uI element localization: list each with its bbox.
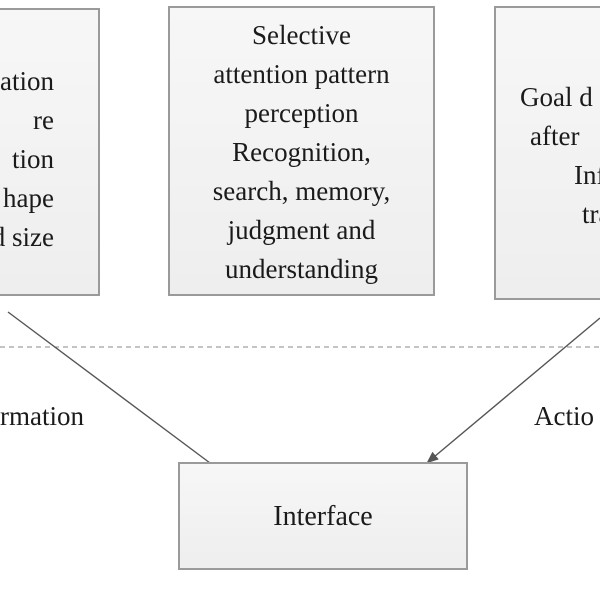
right-box-line-3: Inf bbox=[574, 160, 600, 190]
action-arrow bbox=[426, 317, 600, 464]
left-box-line-2: re bbox=[33, 105, 54, 135]
center-box-line-4: Recognition, bbox=[232, 137, 371, 167]
right-box-line-2: after bbox=[530, 121, 580, 151]
interface-box: Interface bbox=[178, 462, 468, 570]
interface-label: Interface bbox=[273, 501, 373, 532]
center-box-line-3: perception bbox=[244, 98, 359, 128]
center-box-line-1: Selective bbox=[252, 20, 351, 50]
left-box-line-4: hape bbox=[3, 183, 54, 213]
left-box-line-3: tion bbox=[11, 144, 54, 174]
perception-side-label: rmation bbox=[0, 401, 84, 431]
right-box-line-1: Goal d bbox=[520, 82, 593, 112]
perception-connector-line bbox=[7, 311, 211, 464]
center-box-line-7: understanding bbox=[225, 254, 378, 284]
center-box-line-5: search, memory, bbox=[212, 176, 391, 206]
center-box-line-2: attention pattern bbox=[213, 59, 390, 89]
center-box-line-6: judgment and bbox=[227, 215, 376, 245]
right-box-line-4: tran bbox=[582, 199, 600, 229]
left-box: ation re tion hape d size bbox=[0, 8, 100, 296]
left-box-line-1: ation bbox=[0, 66, 54, 96]
left-box-line-5: d size bbox=[0, 222, 54, 252]
right-box: Goal d after Inf tran bbox=[494, 6, 600, 300]
center-box: Selective attention pattern perception R… bbox=[168, 6, 435, 296]
action-side-label: Actio bbox=[534, 401, 594, 431]
